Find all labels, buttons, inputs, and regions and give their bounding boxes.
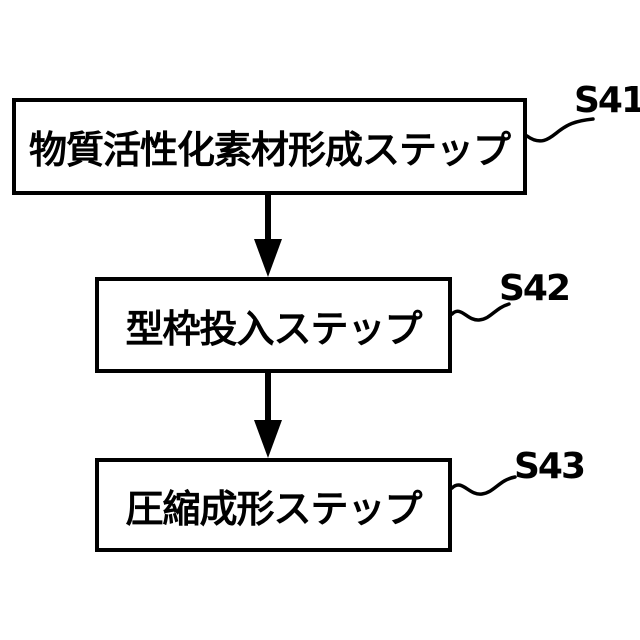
step-box-s42: 型枠投入ステップ [95, 277, 452, 373]
flow-arrow-s42-s43 [254, 373, 282, 458]
step-label-s41: 物質活性化素材形成ステップ [28, 128, 511, 172]
ref-label-s41: S41 [574, 80, 640, 121]
step-label-s42: 型枠投入ステップ [125, 306, 422, 351]
step-box-s41: 物質活性化素材形成ステップ [12, 98, 527, 195]
step-label-s43: 圧縮成形ステップ [125, 486, 422, 531]
ref-label-s43: S43 [514, 446, 586, 487]
flow-arrow-s41-s42 [254, 195, 282, 277]
leader-line-s41 [525, 117, 595, 143]
ref-label-s42: S42 [499, 268, 571, 309]
leader-line-s43 [450, 475, 517, 496]
step-box-s43: 圧縮成形ステップ [95, 458, 452, 552]
leader-line-s42 [450, 302, 511, 322]
